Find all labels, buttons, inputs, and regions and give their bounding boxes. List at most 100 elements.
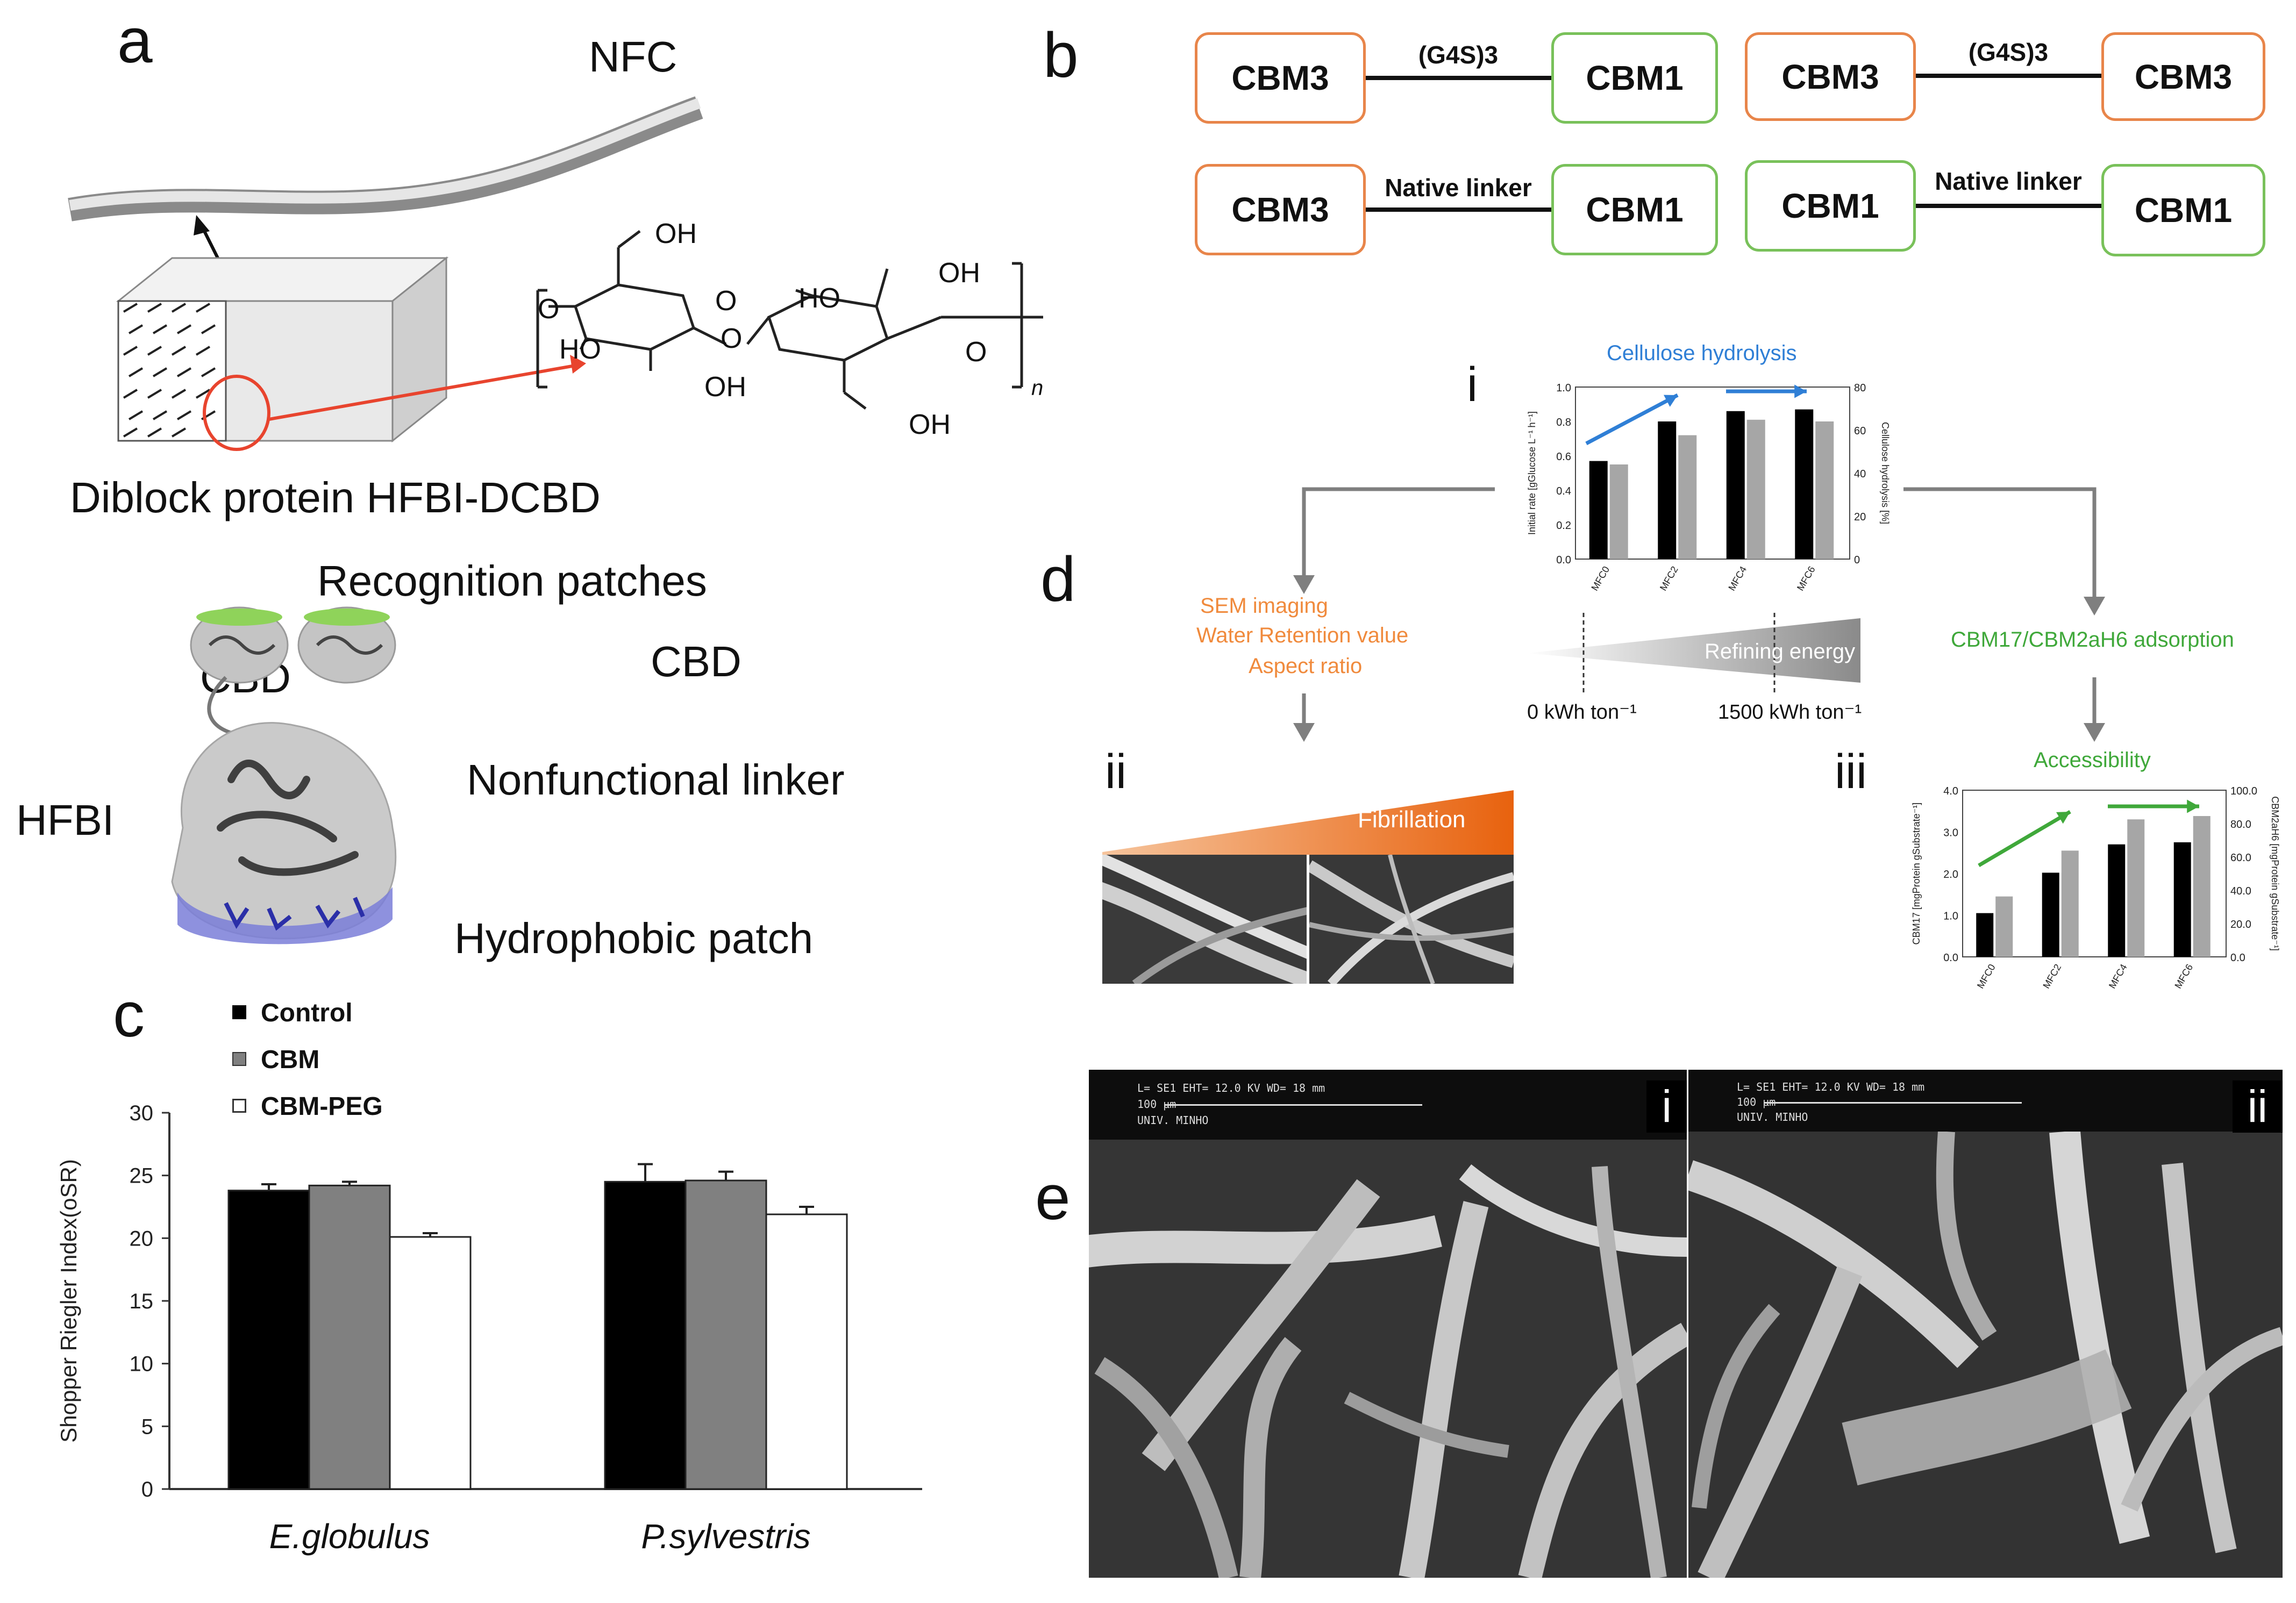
protein-illustration	[171, 606, 397, 944]
d-y-right-tick-label: 60	[1854, 425, 1866, 437]
d-y-right-tick-label: 20.0	[2230, 919, 2251, 931]
d-y-tick-label: 0.4	[1556, 485, 1571, 497]
c-bar	[604, 1180, 687, 1490]
construct-2-linker-label: (G4S)3	[1968, 38, 2049, 66]
d-bar	[1589, 461, 1608, 559]
c-y-tick-label: 25	[130, 1164, 154, 1188]
sem-fibers-i	[1089, 1164, 1687, 1578]
legend-label-cbm: CBM	[261, 1046, 320, 1074]
nfc-fiber-highlight	[69, 98, 701, 211]
nfc-fiber-illustration	[68, 96, 703, 451]
sem-org-text-ii: UNIV. MINHO	[1737, 1111, 1808, 1123]
fibrillation-label: Fibrillation	[1358, 806, 1466, 833]
cellulose-hydrolysis-title: Cellulose hydrolysis	[1607, 341, 1797, 365]
legend-label-cbm-peg: CBM-PEG	[261, 1092, 383, 1121]
construct-3-left-box: CBM3	[1195, 164, 1366, 255]
construct-2-right-box: CBM3	[2101, 32, 2265, 121]
c-bar	[389, 1236, 472, 1490]
construct-1-right-box: CBM1	[1551, 32, 1718, 124]
c-y-tick-label: 5	[141, 1415, 153, 1439]
d-y-right-tick-label: 0.0	[2230, 952, 2245, 964]
sem-header-text-i: L= SE1 EHT= 12.0 KV WD= 18 mm	[1137, 1082, 1325, 1094]
c-bar	[227, 1190, 310, 1490]
c-bar	[684, 1179, 767, 1490]
d-y-tick-label: 2.0	[1943, 869, 1958, 881]
d-y-axis-label: Initial rate [gGlucose L⁻¹ h⁻¹]	[1527, 411, 1537, 535]
construct-3-right-box: CBM1	[1551, 164, 1718, 255]
d-bar	[1726, 411, 1745, 559]
chem-oh-4: OH	[909, 409, 951, 440]
d-y-tick-label: 1.0	[1943, 911, 1958, 922]
sem-label-i: i	[1646, 1080, 1687, 1133]
chem-oh-1: OH	[655, 218, 697, 249]
hydrophobic-residues	[224, 897, 365, 931]
cellulose-structure	[536, 230, 1043, 410]
hfbi-backbone	[217, 760, 359, 876]
legend-swatch-cbm-peg	[232, 1099, 246, 1113]
energy-high-label: 1500 kWh ton⁻¹	[1718, 701, 1862, 724]
d-trend-arrow	[1585, 393, 1679, 446]
sem-scale-bar-i	[1164, 1104, 1422, 1106]
d-trend-arrowhead	[1664, 395, 1678, 407]
d-y-right-tick-label: 40	[1854, 468, 1866, 480]
d-bar	[2193, 816, 2211, 957]
legend-swatch-cbm	[232, 1052, 246, 1066]
d-bar	[1678, 435, 1697, 559]
c-y-tick-label: 15	[130, 1290, 154, 1313]
fibrillation-wedge	[1102, 790, 1514, 855]
chem-ho-1: HO	[559, 334, 601, 365]
nonfunctional-linker-label: Nonfunctional linker	[467, 756, 845, 804]
refining-energy-label: Refining energy	[1705, 640, 1856, 663]
d-plot-frame	[1962, 790, 2227, 957]
sem-org-text-i: UNIV. MINHO	[1137, 1114, 1209, 1127]
right-text-adsorption: CBM17/CBM2aH6 adsorption	[1951, 628, 2234, 652]
nfc-label: NFC	[589, 33, 678, 81]
d-y-right-tick-label: 80	[1854, 382, 1866, 394]
highlight-circle	[203, 375, 270, 451]
d-x-category-label: MFC4	[2107, 962, 2129, 990]
c-y-tick-label: 20	[130, 1227, 154, 1250]
flow-arrowhead-left-top	[1293, 575, 1315, 594]
cbd-domain-1	[190, 606, 289, 684]
chem-o-ring-2: O	[965, 337, 987, 368]
sem-image-d-ii-right	[1309, 855, 1514, 984]
construct-1-linker-line	[1366, 76, 1551, 80]
construct-4-left-box: CBM1	[1745, 160, 1916, 252]
d-bar	[2127, 819, 2145, 957]
d-y-tick-label: 3.0	[1943, 827, 1958, 839]
sem-label-ii: ii	[2232, 1080, 2283, 1133]
chem-o-glycosidic: O	[721, 323, 743, 354]
d-bar	[1976, 913, 1994, 957]
d-y-right-tick-label: 100.0	[2230, 785, 2257, 797]
d-trend-arrowhead	[1794, 384, 1807, 398]
block-cross-section-hatch	[117, 300, 227, 442]
d-x-category-label: MFC0	[1975, 962, 1998, 990]
accessibility-label: Accessibility	[2034, 748, 2151, 772]
c-bar	[308, 1184, 391, 1490]
d-y-right-tick-label: 0	[1854, 554, 1860, 566]
construct-1-linker-label: (G4S)3	[1418, 41, 1499, 69]
chem-oh-3: OH	[704, 371, 746, 403]
d-y-tick-label: 0.0	[1556, 554, 1571, 566]
legend-swatch-control	[232, 1005, 246, 1019]
d-bar	[2173, 842, 2191, 957]
d-ii-label: ii	[1105, 745, 1126, 799]
d-bar	[1746, 419, 1765, 559]
c-x-category-label: P.sylvestris	[641, 1517, 810, 1556]
panel-c-letter: c	[113, 979, 145, 1050]
d-y-right-tick-label: 40.0	[2230, 885, 2251, 897]
flow-arrow-left-top	[1302, 487, 1495, 581]
d-y-right-axis-label: CBM2aH6 [mgProtein gSubstrate⁻¹]	[2270, 796, 2280, 951]
d-y-tick-label: 1.0	[1556, 382, 1571, 394]
c-x-category-label: E.globulus	[269, 1517, 430, 1556]
chem-o-left: O	[538, 294, 560, 325]
d-trend-arrowhead	[2187, 799, 2199, 813]
diblock-label: Diblock protein HFBI-DCBD	[70, 474, 601, 521]
d-bar	[1658, 421, 1677, 559]
sem-scale-bar-ii	[1764, 1102, 2022, 1104]
cbd-right-label: CBD	[651, 638, 741, 685]
d-iii-label: iii	[1835, 745, 1867, 799]
construct-4-linker-label: Native linker	[1935, 167, 2082, 195]
d-y-right-axis-label: Cellulose hydrolysis [%]	[1880, 422, 1891, 524]
